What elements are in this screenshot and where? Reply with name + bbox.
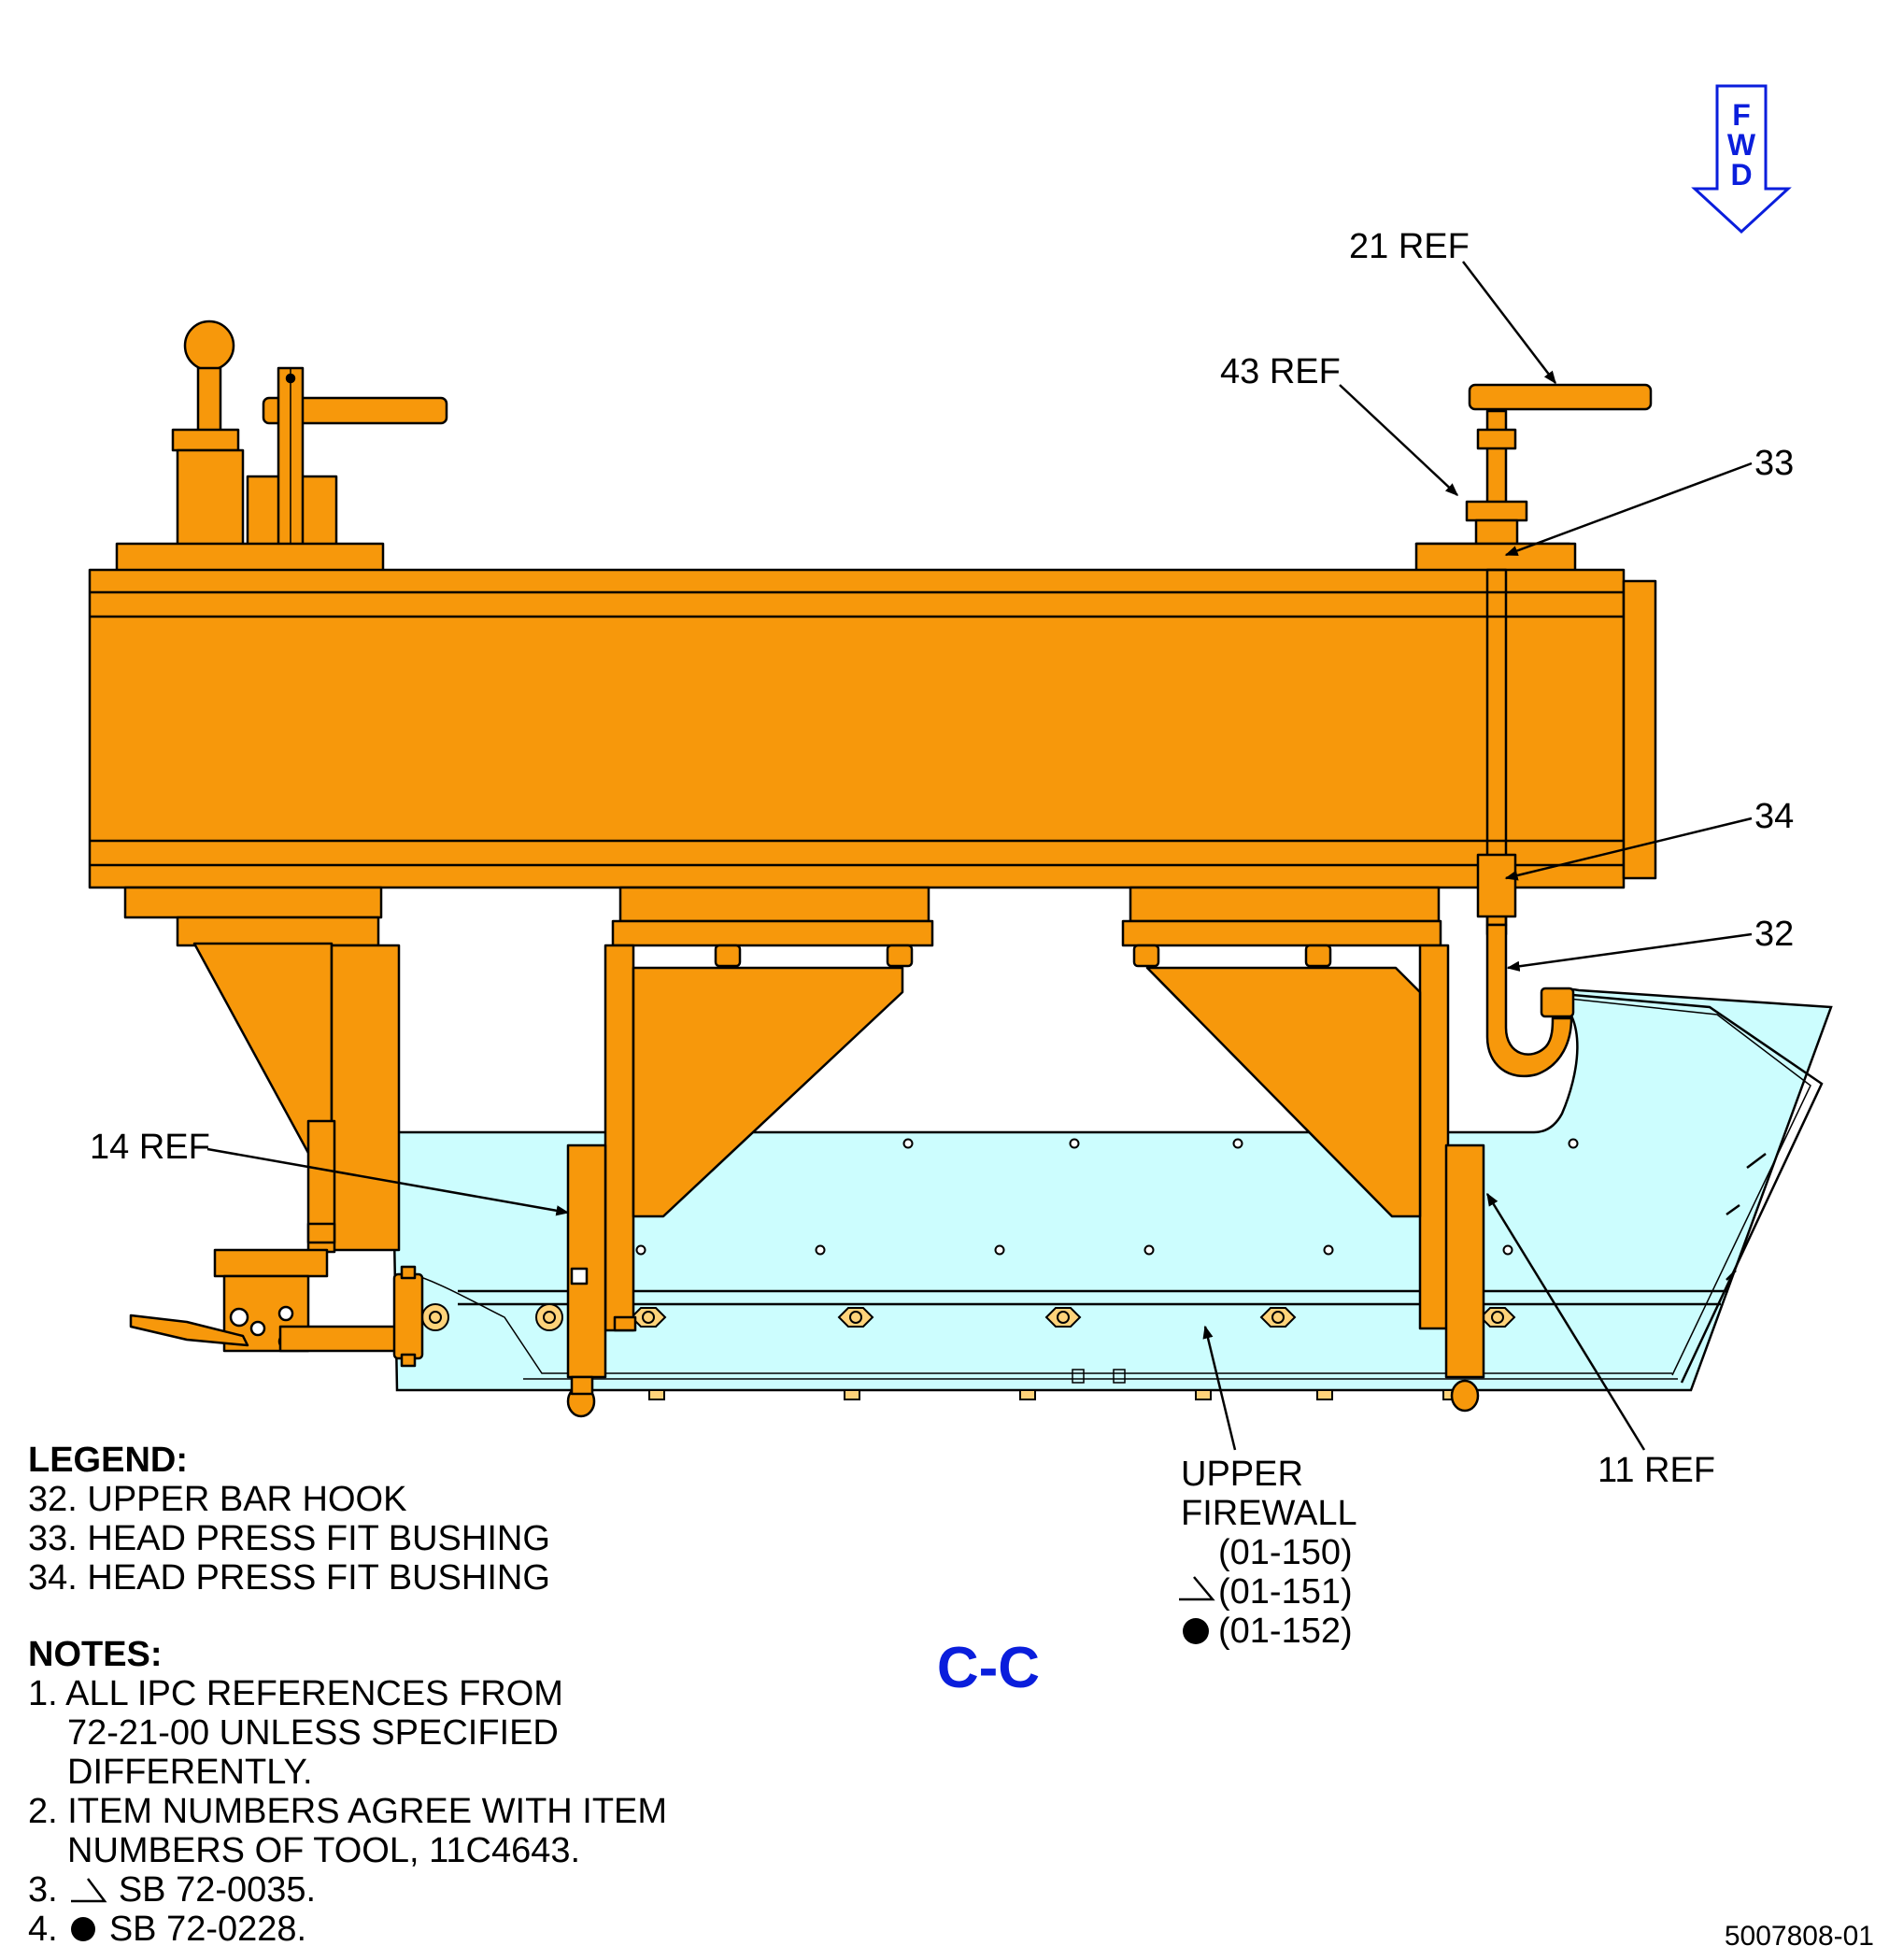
note-3-text: SB 72-0035. <box>118 1870 317 1910</box>
section-label: C-C <box>937 1636 1040 1700</box>
callout-21-ref: 21 REF <box>1349 227 1470 266</box>
fwd-letter-d: D <box>1730 158 1752 192</box>
leader-34 <box>1504 817 1753 881</box>
callout-33: 33 <box>1754 444 1794 483</box>
sb-0035-triangle-icon <box>71 1878 107 1903</box>
leader-43-ref <box>1339 384 1459 496</box>
fwd-letter-w: W <box>1727 128 1756 162</box>
sb-0228-dot-icon <box>71 1917 96 1941</box>
leader-14-ref <box>206 1147 570 1216</box>
note-1-line3: DIFFERENTLY. <box>67 1753 313 1792</box>
sb-0035-triangle-icon <box>1179 1576 1215 1601</box>
note-2-line1: 2. ITEM NUMBERS AGREE WITH ITEM <box>28 1792 668 1831</box>
legend-item: 34. HEAD PRESS FIT BUSHING <box>28 1558 550 1598</box>
notes-title: NOTES: <box>28 1635 163 1674</box>
firewall-ref-3: (01-152) <box>1218 1612 1353 1651</box>
tool-assembly <box>88 320 1657 1418</box>
leader-21-ref <box>1462 261 1556 385</box>
firewall-ref-2: (01-151) <box>1218 1572 1353 1612</box>
leader-upper-firewall <box>1202 1325 1237 1451</box>
sb-0228-dot-icon <box>1183 1618 1209 1644</box>
note-3-number: 3. <box>28 1870 58 1910</box>
legend-title: LEGEND: <box>28 1441 188 1480</box>
note-2-line2: NUMBERS OF TOOL, 11C4643. <box>67 1831 581 1870</box>
leader-33 <box>1504 462 1753 557</box>
leader-32 <box>1506 932 1753 972</box>
firewall-label-line1: UPPER <box>1181 1455 1303 1494</box>
leader-lines <box>206 261 1753 1451</box>
notes: NOTES: 1. ALL IPC REFERENCES FROM 72-21-… <box>28 1635 667 1949</box>
firewall-label-line2: FIREWALL <box>1181 1494 1357 1533</box>
callout-14-ref: 14 REF <box>90 1128 210 1167</box>
callout-34: 34 <box>1754 797 1794 836</box>
legend: LEGEND: 32. UPPER BAR HOOK 33. HEAD PRES… <box>28 1441 550 1598</box>
legend-item: 32. UPPER BAR HOOK <box>28 1480 407 1519</box>
note-4-number: 4. <box>28 1910 58 1949</box>
note-4-text: SB 72-0228. <box>108 1910 307 1949</box>
note-4: 4. SB 72-0228. <box>28 1910 667 1949</box>
note-3: 3. SB 72-0035. <box>28 1870 667 1910</box>
callout-43-ref: 43 REF <box>1220 352 1341 391</box>
legend-item: 33. HEAD PRESS FIT BUSHING <box>28 1519 550 1558</box>
fwd-letter-f: F <box>1732 98 1751 132</box>
leader-11-ref <box>1485 1192 1646 1451</box>
note-1-line1: 1. ALL IPC REFERENCES FROM <box>28 1674 563 1713</box>
callout-32: 32 <box>1754 915 1794 954</box>
fwd-arrow-icon: F W D <box>1691 84 1792 234</box>
firewall-ref-1: (01-150) <box>1218 1533 1353 1572</box>
note-1-line2: 72-21-00 UNLESS SPECIFIED <box>67 1713 559 1753</box>
drawing-number: 5007808-01 <box>1724 1921 1874 1952</box>
callout-11-ref: 11 REF <box>1598 1451 1715 1490</box>
